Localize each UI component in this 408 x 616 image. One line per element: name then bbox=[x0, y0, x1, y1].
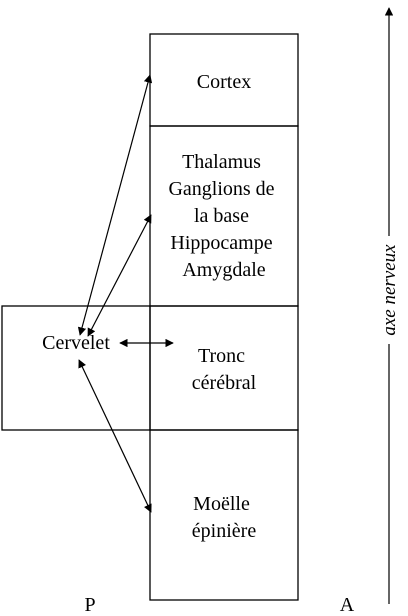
cervelet-label: Cervelet bbox=[42, 332, 110, 354]
arrow-cervelet-thalamus bbox=[87, 214, 152, 337]
anterior-label: A bbox=[340, 594, 355, 616]
moelle-label: Moëlle épinière bbox=[192, 493, 257, 542]
thalamus-line: Hippocampe bbox=[170, 232, 272, 254]
arrow-cervelet-cortex bbox=[77, 74, 153, 336]
cortex-label: Cortex bbox=[197, 71, 251, 93]
cervelet-box bbox=[1, 305, 151, 431]
thalamus-label: Thalamus Ganglions de la base Hippocampe… bbox=[168, 151, 279, 281]
thalamus-line: Ganglions de bbox=[168, 178, 274, 200]
moelle-line: Moëlle bbox=[193, 493, 250, 515]
thalamus-line: la base bbox=[194, 205, 249, 227]
tronc-line: cérébral bbox=[192, 372, 257, 394]
axis-label: axe nerveux bbox=[379, 244, 400, 336]
tronc-label: Tronc cérébral bbox=[192, 345, 257, 394]
thalamus-line: Amygdale bbox=[182, 259, 265, 281]
cortex-line: Cortex bbox=[197, 71, 251, 93]
cervelet-line: Cervelet bbox=[42, 332, 110, 354]
thalamus-line: Thalamus bbox=[182, 151, 261, 173]
posterior-label: P bbox=[84, 594, 95, 616]
tronc-line: Tronc bbox=[198, 345, 245, 367]
moelle-epiniere-box bbox=[149, 429, 299, 601]
moelle-line: épinière bbox=[192, 520, 257, 542]
arrow-cervelet-moelle bbox=[78, 359, 152, 513]
tronc-cerebral-box bbox=[149, 305, 299, 431]
